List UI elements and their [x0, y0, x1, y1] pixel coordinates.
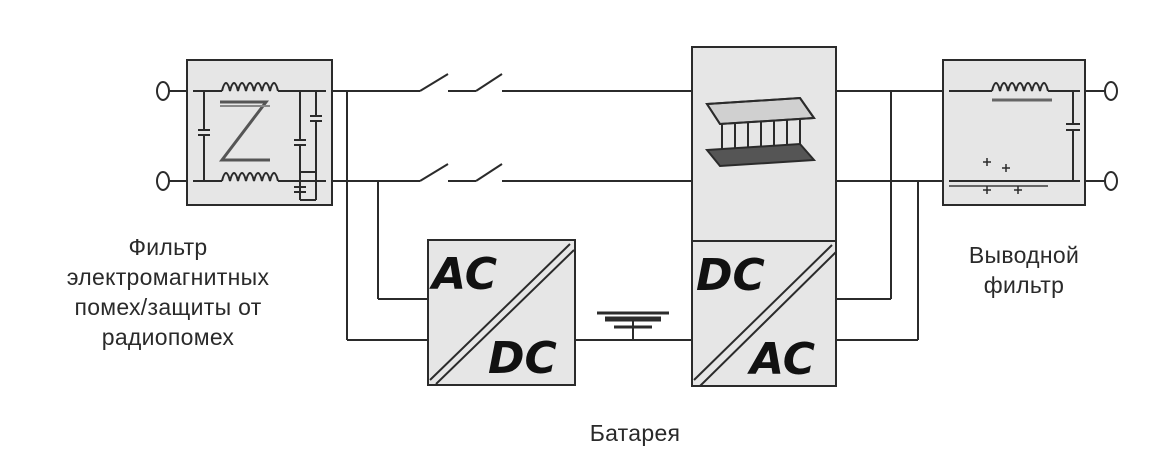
rectifier-block — [427, 239, 576, 386]
emi-filter-label-line-1: Фильтр — [128, 234, 208, 260]
inverter-input-label: DC — [696, 250, 765, 301]
battery-label: Батарея — [589, 420, 681, 446]
output-filter-box — [942, 59, 1086, 206]
static-switch-block — [691, 46, 837, 242]
emi-filter-label: Фильтр электромагнитных помех/защиты от … — [18, 232, 318, 352]
rectifier-output-label: DC — [488, 333, 557, 384]
output-filter-label-line-2: фильтр — [983, 272, 1065, 298]
output-filter-label-line-1: Выводной — [968, 242, 1080, 268]
rectifier-input-label: AC — [429, 249, 497, 300]
emi-filter-box — [186, 59, 333, 206]
emi-filter-label-line-4: радиопомех — [101, 324, 235, 350]
emi-filter-label-line-2: электромагнитных — [66, 264, 270, 290]
inverter-output-label: AC — [747, 334, 815, 385]
output-wiring — [836, 90, 943, 341]
input-terminals — [156, 81, 187, 191]
emi-filter-label-line-3: помех/защиты от — [74, 294, 262, 320]
battery-symbol — [575, 311, 692, 341]
inverter-block — [691, 240, 837, 387]
bypass-wiring — [332, 73, 692, 341]
output-terminals — [1085, 81, 1118, 191]
output-filter-label: Выводной фильтр — [944, 240, 1104, 300]
